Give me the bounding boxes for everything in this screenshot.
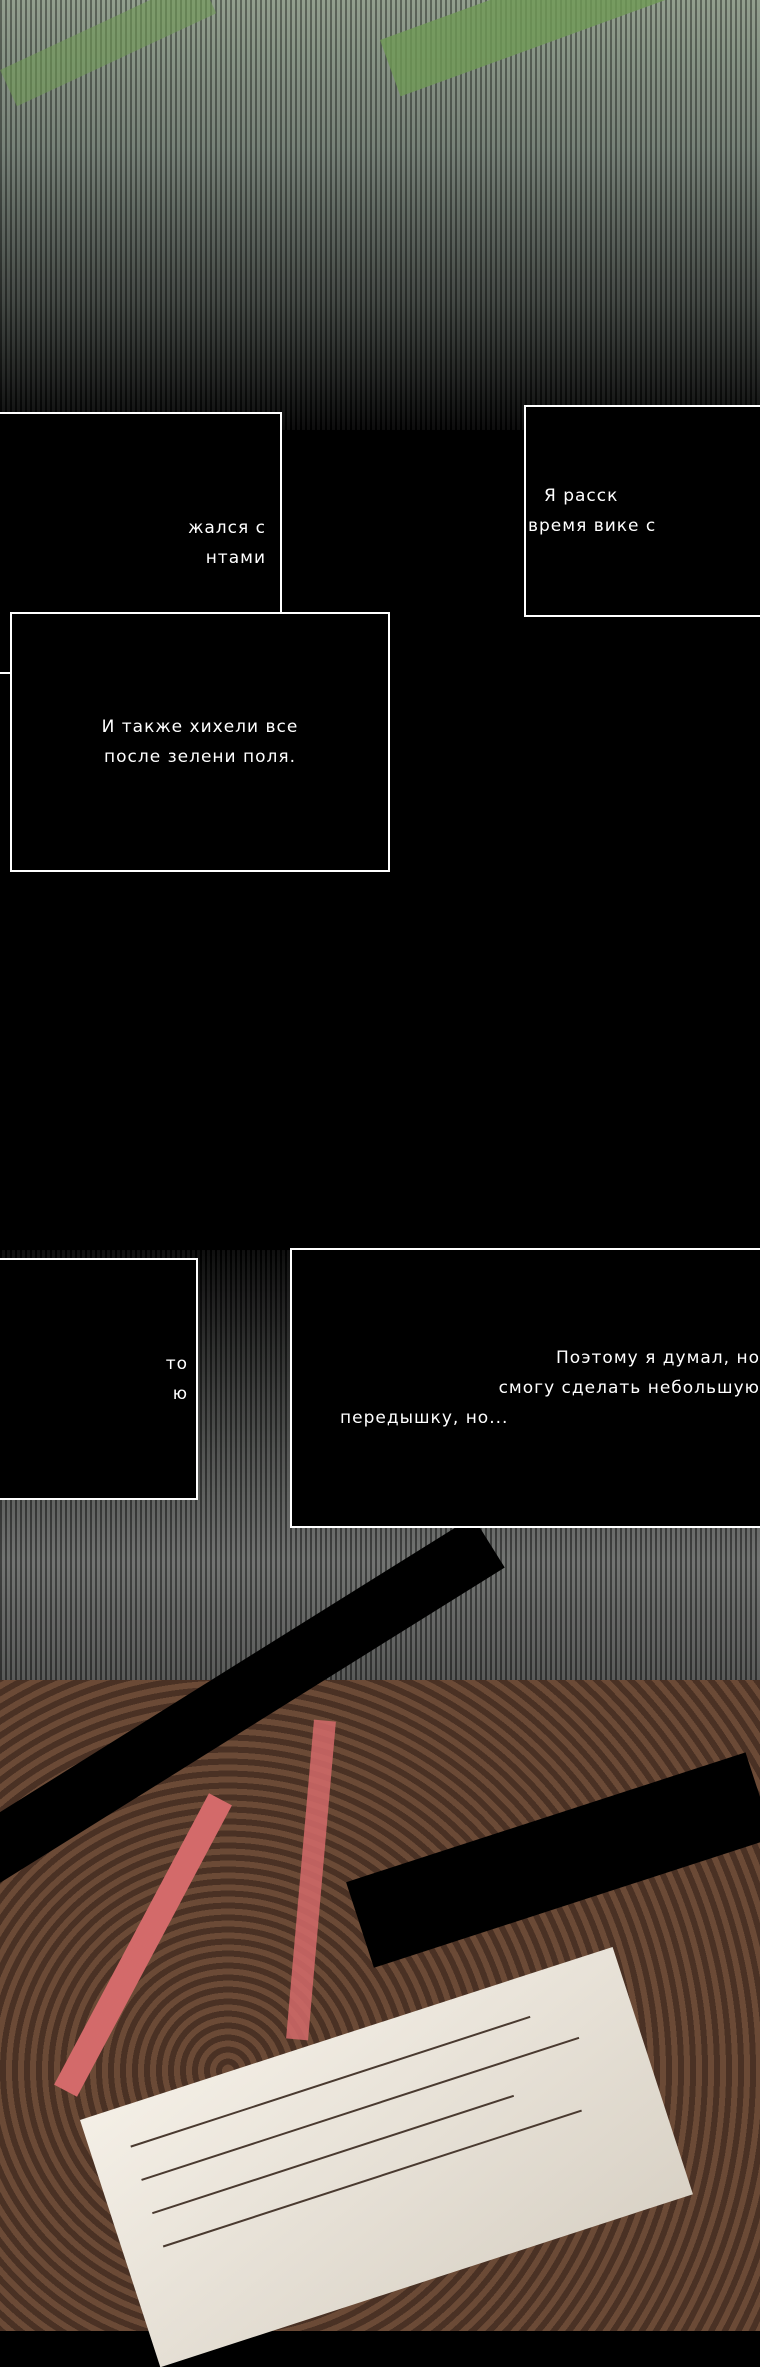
caption-box-top-right: Я расск время вике с bbox=[524, 405, 760, 617]
caption-line: Я расск bbox=[544, 486, 619, 506]
caption-box-lower-left: то ю bbox=[0, 1258, 198, 1500]
caption-box-middle: И также хихели все после зелени поля. bbox=[10, 612, 390, 872]
field-stripe bbox=[380, 0, 711, 97]
caption-line: время вике с bbox=[528, 516, 657, 536]
field-stripe bbox=[0, 0, 217, 107]
caption-line: смогу сделать небольшую bbox=[498, 1378, 760, 1398]
caption-line: Поэтому я думал, но bbox=[556, 1348, 760, 1368]
caption-box-lower-right: Поэтому я думал, но смогу сделать неболь… bbox=[290, 1248, 760, 1528]
caption-line: после зелени поля. bbox=[104, 747, 296, 767]
field-scene-illustration bbox=[0, 0, 760, 430]
caption-line: жался с bbox=[188, 518, 266, 538]
red-pen-illustration bbox=[54, 1793, 232, 2097]
red-pen-illustration bbox=[286, 1719, 336, 2041]
caption-line: то bbox=[165, 1354, 188, 1374]
caption-line: И также хихели все bbox=[101, 717, 299, 737]
caption-line: передышку, но... bbox=[340, 1408, 509, 1428]
handwriting-line bbox=[162, 2109, 582, 2248]
handwriting-line bbox=[152, 2094, 515, 2215]
caption-line: ю bbox=[172, 1384, 188, 1404]
caption-line: нтами bbox=[205, 548, 266, 568]
shadow-stroke bbox=[346, 1752, 760, 1968]
